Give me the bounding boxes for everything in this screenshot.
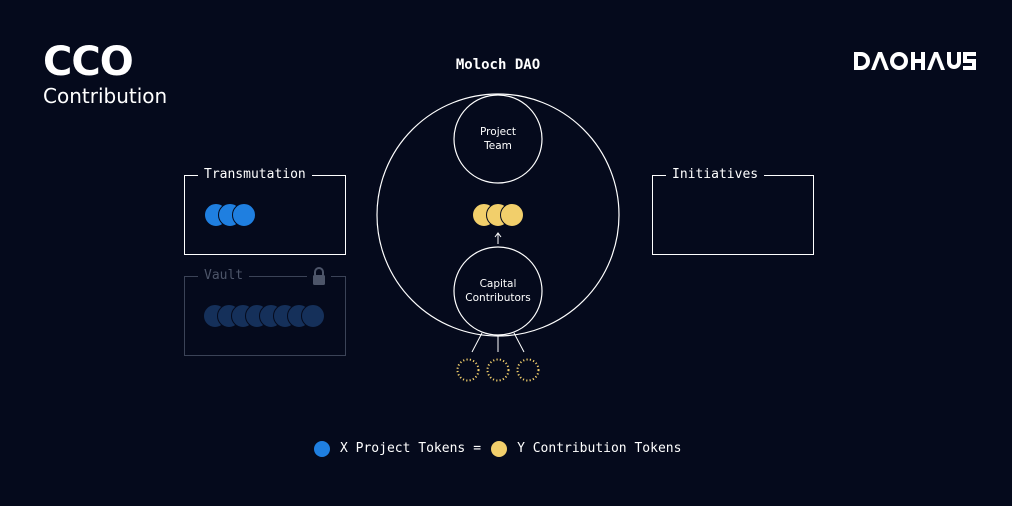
contributor-slot (486, 358, 510, 382)
page-subtitle: Contribution (43, 84, 168, 108)
project-token-swatch (314, 441, 330, 457)
contribution-token-swatch (491, 441, 508, 457)
contribution-coin (500, 203, 524, 227)
legend-contribution-tokens: Y Contribution Tokens (517, 441, 682, 456)
legend-equals: = (473, 441, 482, 456)
vault-coin (301, 304, 325, 328)
contributor-line (513, 332, 525, 353)
transmutation-label: Transmutation (198, 166, 312, 184)
vault-label: Vault (198, 267, 250, 285)
legend-project-tokens: X Project Tokens (340, 441, 466, 456)
transmutation-box: Transmutation (184, 166, 346, 255)
daohaus-logo-icon (854, 52, 976, 70)
capital-contributors-label: Capital Contributors (465, 278, 531, 304)
page-title: CCO (43, 39, 134, 85)
contributor-slot (456, 358, 480, 382)
project-team-circle (453, 94, 543, 184)
vault-box: Vault (184, 266, 346, 356)
project-team-label: Project Team (480, 126, 516, 152)
lock-icon (307, 266, 331, 286)
contributor-slot (516, 358, 540, 382)
contributor-line (471, 332, 483, 353)
dao-name: Moloch DAO (455, 57, 541, 73)
project-coin (232, 203, 256, 227)
initiatives-box: Initiatives (652, 166, 814, 255)
initiatives-label: Initiatives (666, 166, 765, 184)
legend: X Project Tokens = Y Contribution Tokens (314, 439, 681, 459)
